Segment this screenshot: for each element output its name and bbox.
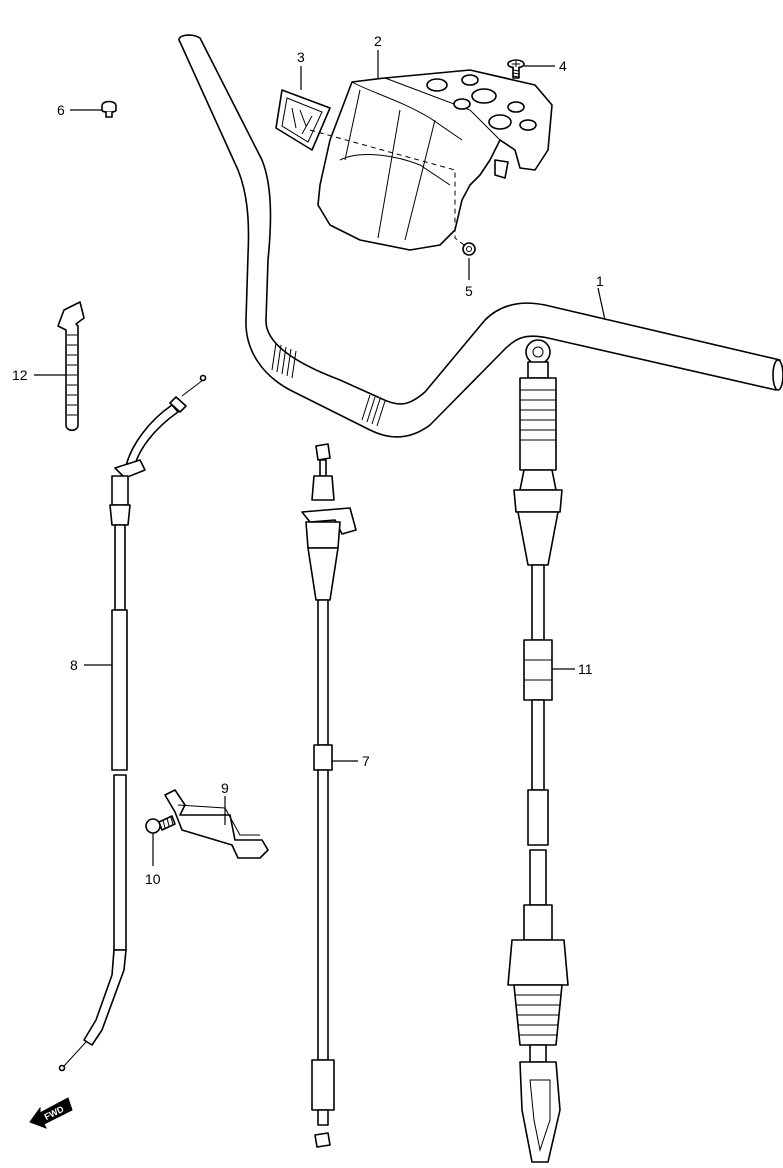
handlebar-cover bbox=[317, 69, 553, 251]
callout-6: 6 bbox=[57, 102, 65, 118]
cable-part-8 bbox=[58, 374, 207, 1072]
callout-3: 3 bbox=[297, 49, 305, 65]
callout-7: 7 bbox=[362, 753, 370, 769]
callout-9: 9 bbox=[221, 780, 229, 796]
leader-lines bbox=[34, 50, 606, 866]
callout-10: 10 bbox=[145, 871, 161, 887]
callout-4: 4 bbox=[559, 58, 567, 74]
callout-5: 5 bbox=[465, 283, 473, 299]
callout-12: 12 bbox=[12, 367, 28, 383]
callout-11: 11 bbox=[578, 661, 593, 677]
screw-part-4 bbox=[507, 59, 525, 79]
cable-part-11 bbox=[507, 339, 569, 1163]
cap-part-6 bbox=[101, 100, 117, 118]
callout-8: 8 bbox=[70, 657, 78, 673]
cable-part-7 bbox=[301, 443, 357, 1148]
bracket-part-9 bbox=[164, 789, 269, 859]
handlebar bbox=[178, 34, 783, 438]
fwd-arrow-icon: FWD bbox=[29, 1097, 73, 1129]
callout-1: 1 bbox=[596, 273, 604, 289]
callout-2: 2 bbox=[374, 33, 382, 49]
cable-tie bbox=[57, 301, 85, 432]
bolt-part-10 bbox=[145, 815, 176, 834]
emblem bbox=[275, 89, 331, 151]
nut-part-5 bbox=[462, 242, 476, 256]
callout-labels: 1 2 3 4 5 6 7 8 9 10 11 12 bbox=[12, 33, 604, 887]
